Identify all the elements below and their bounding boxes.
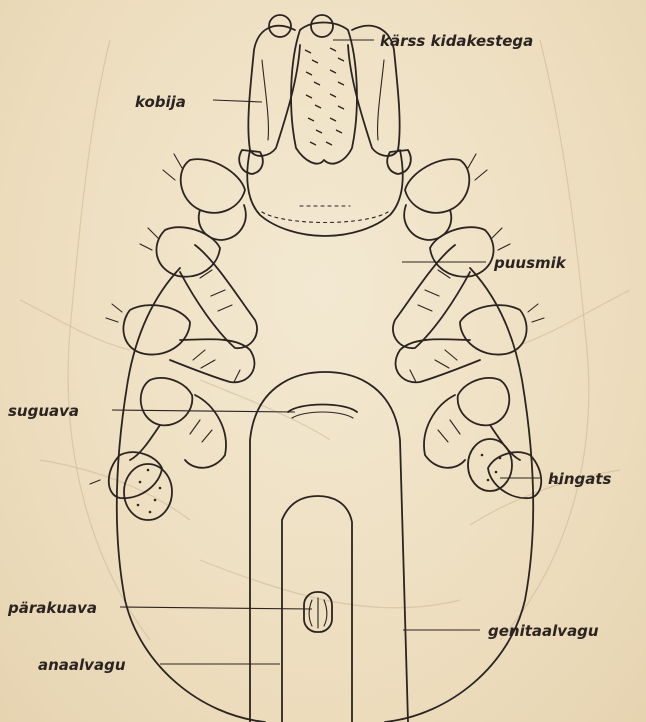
hypostome: [291, 23, 357, 164]
leader-lines: [112, 40, 540, 664]
label-parakuava: pärakuava: [7, 599, 97, 617]
left-spiracle: [124, 464, 172, 520]
capitulum-base: [247, 150, 402, 236]
right-palp-tip: [311, 15, 333, 37]
genital-opening: [288, 405, 357, 413]
left-legs: [90, 154, 257, 498]
hypostome-denticles: [305, 48, 344, 145]
right-legs: [393, 154, 560, 498]
label-kobija: kobija: [135, 93, 186, 111]
label-puusmik: puusmik: [493, 254, 567, 272]
label-suguava: suguava: [8, 402, 79, 420]
label-anaalvagu: anaalvagu: [38, 656, 126, 674]
left-palp: [248, 26, 300, 156]
label-genitaalvagu: genitaalvagu: [488, 622, 599, 640]
body-outline: [117, 268, 534, 722]
background-ghost-drawing: [20, 40, 630, 640]
genital-groove: [250, 372, 408, 722]
anal-opening: [304, 592, 332, 632]
label-hingats: hingats: [548, 470, 612, 488]
label-karss: kärss kidakestega: [380, 32, 533, 50]
